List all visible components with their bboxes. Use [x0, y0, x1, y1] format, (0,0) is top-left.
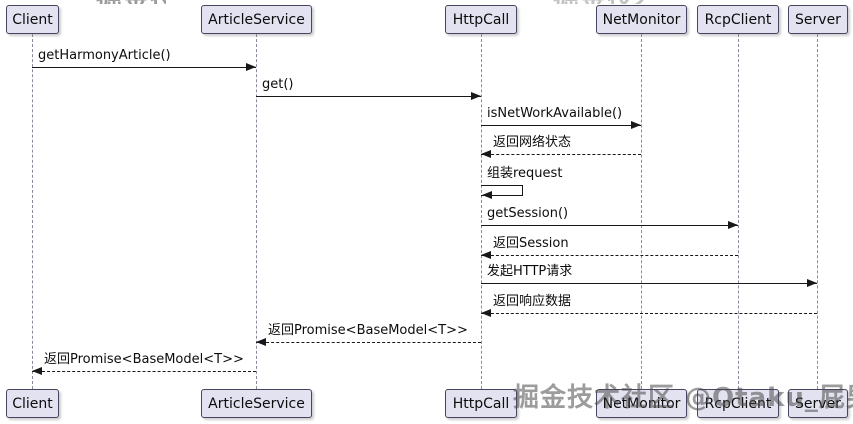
participant-bottom-box-rcpclient: RcpClient — [697, 389, 779, 418]
lifeline-netmonitor — [641, 34, 642, 389]
participant-top-box-articleservice: ArticleService — [201, 5, 312, 34]
message-10-arrowhead-icon — [256, 338, 266, 346]
watermark-fragment-top-left: 掘金技术社区 @Otaku_屁男 — [96, 0, 166, 4]
participant-bottom-box-httpcall: HttpCall — [445, 389, 517, 418]
participant-bottom-box-client: Client — [6, 389, 59, 418]
message-8-arrowhead-icon — [807, 279, 817, 287]
participant-top-box-httpcall: HttpCall — [445, 5, 517, 34]
message-11-label: 返回Promise<BaseModel<T>> — [44, 352, 244, 367]
lifeline-client — [32, 34, 33, 389]
message-5-label: 组装request — [487, 166, 563, 181]
message-6-label: getSession() — [487, 206, 569, 221]
message-6-arrowhead-icon — [728, 221, 738, 229]
message-10-line — [256, 342, 481, 343]
message-9-arrowhead-icon — [481, 309, 491, 317]
message-6-line — [481, 225, 738, 226]
participant-top-box-client: Client — [6, 5, 59, 34]
message-4-label: 返回网络状态 — [493, 135, 572, 150]
participant-top-box-netmonitor: NetMonitor — [596, 5, 687, 34]
message-3-arrowhead-icon — [631, 121, 641, 129]
lifeline-rcpclient — [738, 34, 739, 389]
message-11-arrowhead-icon — [32, 367, 42, 375]
message-7-arrowhead-icon — [481, 251, 491, 259]
message-4-arrowhead-icon — [481, 150, 491, 158]
participant-bottom-box-netmonitor: NetMonitor — [596, 389, 687, 418]
message-5-arrowhead-icon — [482, 191, 492, 199]
message-7-label: 返回Session — [493, 236, 569, 251]
lifeline-articleservice — [256, 34, 257, 389]
message-8-label: 发起HTTP请求 — [487, 264, 573, 279]
message-10-label: 返回Promise<BaseModel<T>> — [268, 323, 468, 338]
participant-top-box-server: Server — [788, 5, 848, 34]
message-9-label: 返回响应数据 — [493, 294, 572, 309]
message-2-line — [256, 96, 481, 97]
message-7-line — [481, 255, 738, 256]
participant-bottom-box-server: Server — [788, 389, 848, 418]
lifeline-server — [817, 34, 818, 389]
lifeline-httpcall — [481, 34, 482, 389]
message-4-line — [481, 154, 641, 155]
message-2-label: get() — [262, 77, 294, 92]
participant-bottom-box-articleservice: ArticleService — [201, 389, 312, 418]
message-1-line — [32, 67, 256, 68]
watermark-fragment-top-right: 掘金技术社区 @Otaku_屁男 — [553, 0, 645, 4]
message-9-line — [481, 313, 817, 314]
message-3-line — [481, 125, 641, 126]
message-1-label: getHarmonyArticle() — [38, 48, 171, 63]
message-2-arrowhead-icon — [471, 92, 481, 100]
message-8-line — [481, 283, 817, 284]
watermark-text: 掘金技术社区 @Otaku_屁男 — [96, 0, 166, 4]
watermark-text: 掘金技术社区 @Otaku_屁男 — [553, 0, 645, 4]
message-11-line — [32, 371, 256, 372]
message-1-arrowhead-icon — [246, 63, 256, 71]
participant-top-box-rcpclient: RcpClient — [697, 5, 779, 34]
message-3-label: isNetWorkAvailable() — [487, 106, 623, 121]
message-5-self-loop — [481, 185, 523, 196]
